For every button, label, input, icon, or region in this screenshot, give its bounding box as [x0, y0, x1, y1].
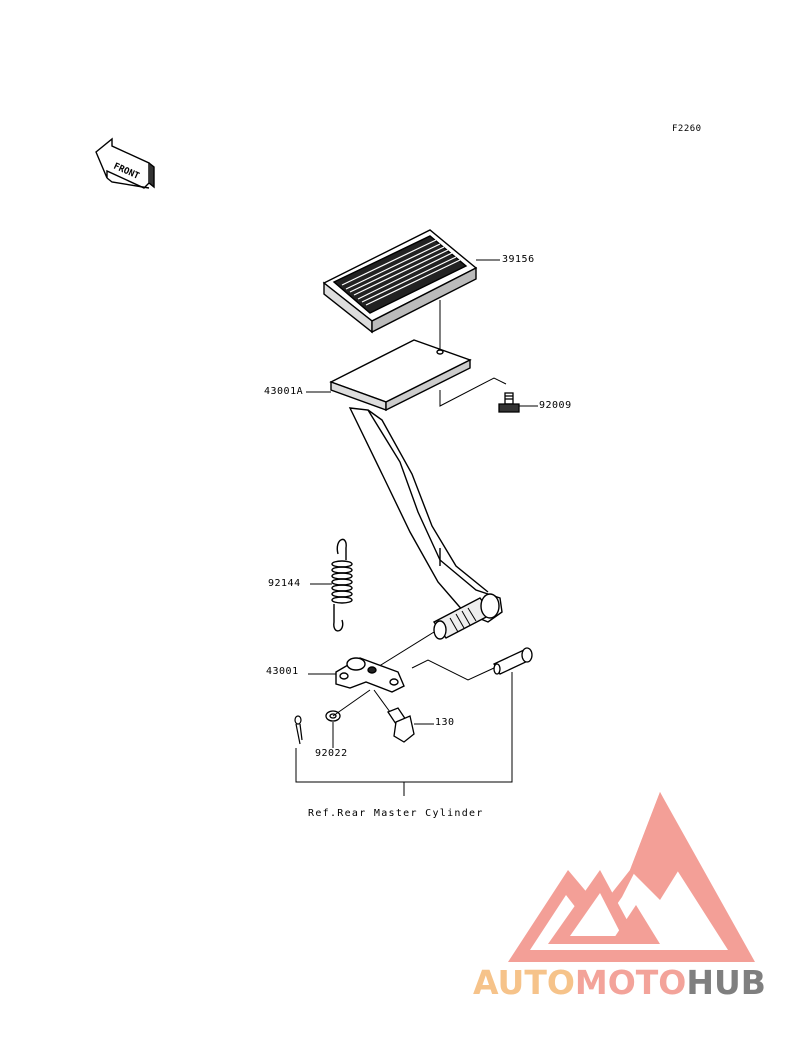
brake-lever-43001	[335, 657, 405, 693]
clevis-pin	[493, 647, 533, 675]
part-number-39156[interactable]: 39156	[502, 254, 535, 265]
part-number-43001a[interactable]: 43001A	[264, 386, 304, 397]
pedal-arm-43001a	[329, 339, 503, 640]
bolt-92009	[498, 392, 520, 413]
bolt-130	[387, 707, 415, 743]
watermark-brand: AUTOMOTOHUB	[473, 963, 766, 1003]
reference-bracket	[295, 672, 513, 796]
brand-auto: AUTO	[473, 963, 575, 1002]
reference-note: Ref.Rear Master Cylinder	[308, 808, 484, 819]
return-spring-92144	[331, 538, 353, 632]
front-arrow-icon: FRONT	[95, 137, 155, 189]
cotter-pin	[294, 715, 303, 745]
part-number-92022[interactable]: 92022	[315, 748, 348, 759]
part-number-43001[interactable]: 43001	[266, 666, 299, 677]
part-number-92009[interactable]: 92009	[539, 400, 572, 411]
part-number-92144[interactable]: 92144	[268, 578, 301, 589]
watermark-logo	[508, 792, 755, 962]
figure-code: F2260	[672, 124, 702, 134]
brand-moto: MOTO	[574, 963, 687, 1002]
part-number-130[interactable]: 130	[435, 717, 455, 728]
brand-hub: HUB	[686, 963, 766, 1002]
pedal-pad-39156	[322, 229, 478, 334]
